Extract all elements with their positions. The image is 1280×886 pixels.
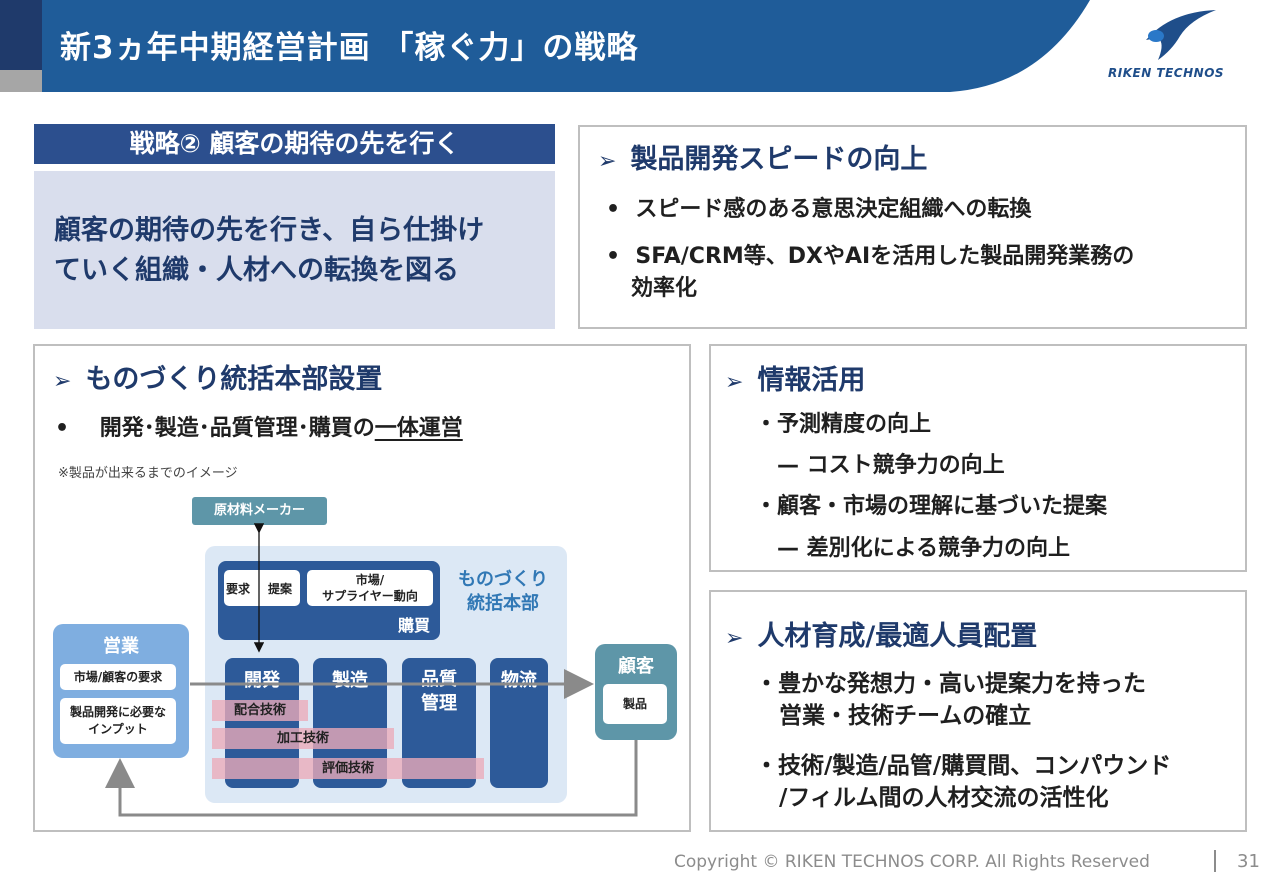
hr-panel: ➢ 人材育成/最適人員配置 ・豊かな発想力・高い提案力を持った 営業・技術チームの… bbox=[709, 590, 1247, 832]
sales-label: 営業 bbox=[103, 636, 139, 657]
customer-label: 顧客 bbox=[618, 656, 654, 677]
page-number: 31 bbox=[1237, 851, 1260, 872]
hr-bullet-2: ・技術/製造/品管/購買間、コンパウンド /フィルム間の人材交流の活性化 bbox=[755, 753, 1172, 811]
speed-title: 製品開発スピードの向上 bbox=[630, 144, 928, 175]
hr-bullet-1: ・豊かな発想力・高い提案力を持った 営業・技術チームの確立 bbox=[755, 671, 1146, 729]
info-bullet-1: ・予測精度の向上 bbox=[755, 412, 932, 437]
company-logo: RIKEN TECHNOS bbox=[1108, 66, 1225, 80]
tech-bar-compounding: 配合技術 bbox=[212, 700, 308, 721]
diagram-note: ※製品が出来るまでのイメージ bbox=[58, 466, 238, 481]
riken-swoosh-icon bbox=[1146, 10, 1216, 60]
strategy-line-2: ていく組織・人材への転換を図る bbox=[54, 255, 459, 286]
mono-title: ものづくり統括本部設置 bbox=[85, 364, 383, 395]
tech-bar-processing: 加工技術 bbox=[212, 728, 394, 749]
proposal-label: 提案 bbox=[268, 582, 293, 596]
request-label: 要求 bbox=[226, 582, 251, 596]
raw-material-maker-box: 原材料メーカー bbox=[192, 497, 327, 525]
page-title: 新3ヵ年中期経営計画 「稼ぐ力」の戦略 bbox=[60, 30, 639, 66]
strategy-body: 顧客の期待の先を行き、自ら仕掛け ていく組織・人材への転換を図る bbox=[34, 171, 555, 329]
info-sub-2: — 差別化による競争力の向上 bbox=[777, 536, 1071, 561]
strategy-heading: 戦略② 顧客の期待の先を行く bbox=[34, 124, 555, 164]
arrow-bullet-icon: ➢ bbox=[598, 149, 617, 174]
feedback-arrow bbox=[105, 740, 638, 817]
strategy-line-1: 顧客の期待の先を行き、自ら仕掛け bbox=[54, 215, 485, 246]
purchasing-label: 購買 bbox=[397, 616, 430, 635]
copyright-text: Copyright © RIKEN TECHNOS CORP. All Righ… bbox=[674, 852, 1150, 872]
speed-panel: ➢ 製品開発スピードの向上 • スピード感のある意思決定組織への転換 • SFA/… bbox=[578, 125, 1247, 329]
arrow-bullet-icon: ➢ bbox=[725, 370, 744, 395]
header-accent-strip bbox=[0, 0, 42, 70]
info-title: 情報活用 bbox=[757, 365, 866, 396]
info-panel: ➢ 情報活用 ・予測精度の向上 — コスト競争力の向上 ・顧客・市場の理解に基づい… bbox=[709, 344, 1247, 572]
mono-bullet: • 開発･製造･品質管理･購買の一体運営 bbox=[55, 416, 463, 441]
footer-divider bbox=[1214, 850, 1216, 872]
product-box: 製品 bbox=[603, 684, 667, 724]
hq-label: ものづくり 統括本部 bbox=[458, 569, 548, 614]
mono-bullet-emphasis: 一体運営 bbox=[374, 416, 463, 441]
hr-title: 人材育成/最適人員配置 bbox=[757, 621, 1038, 652]
info-sub-1: — コスト競争力の向上 bbox=[777, 453, 1005, 478]
sales-input-box: 製品開発に必要な インプット bbox=[60, 698, 176, 744]
info-bullet-2: ・顧客・市場の理解に基づいた提案 bbox=[755, 494, 1108, 519]
header-bar bbox=[42, 0, 1090, 92]
speed-bullet-1: • スピード感のある意思決定組織への転換 bbox=[606, 197, 1032, 222]
logistics-column: 物流 bbox=[490, 658, 548, 788]
arrow-bullet-icon: ➢ bbox=[53, 369, 72, 394]
speed-bullet-2: • SFA/CRM等、DXやAIを活用した製品開発業務の 効率化 bbox=[606, 244, 1135, 301]
arrow-bullet-icon: ➢ bbox=[725, 626, 744, 651]
tech-bar-evaluation: 評価技術 bbox=[212, 758, 484, 779]
header-gray-strip bbox=[0, 70, 42, 92]
diagram-arrows bbox=[105, 523, 638, 817]
sales-need-box: 市場/顧客の要求 bbox=[60, 664, 176, 690]
market-trend-box: 市場/ サプライヤー動向 bbox=[307, 570, 433, 606]
